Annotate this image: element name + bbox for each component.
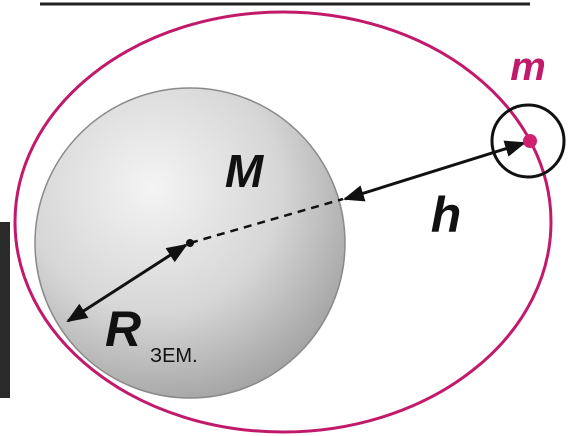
center-to-surface-dashed-line: [189, 197, 344, 245]
planet-mass-label: M: [225, 145, 265, 197]
radius-label: R: [105, 301, 141, 357]
satellite-mass-label: m: [510, 45, 546, 89]
satellite-dot: [523, 134, 537, 148]
satellite-ring: [490, 103, 566, 179]
left-frame-edge: [0, 222, 10, 398]
orbit-ellipse: [13, 10, 553, 434]
altitude-label: h: [431, 187, 462, 243]
radius-arrow: [66, 243, 188, 323]
radius-subscript: ЗЕМ.: [150, 345, 198, 367]
